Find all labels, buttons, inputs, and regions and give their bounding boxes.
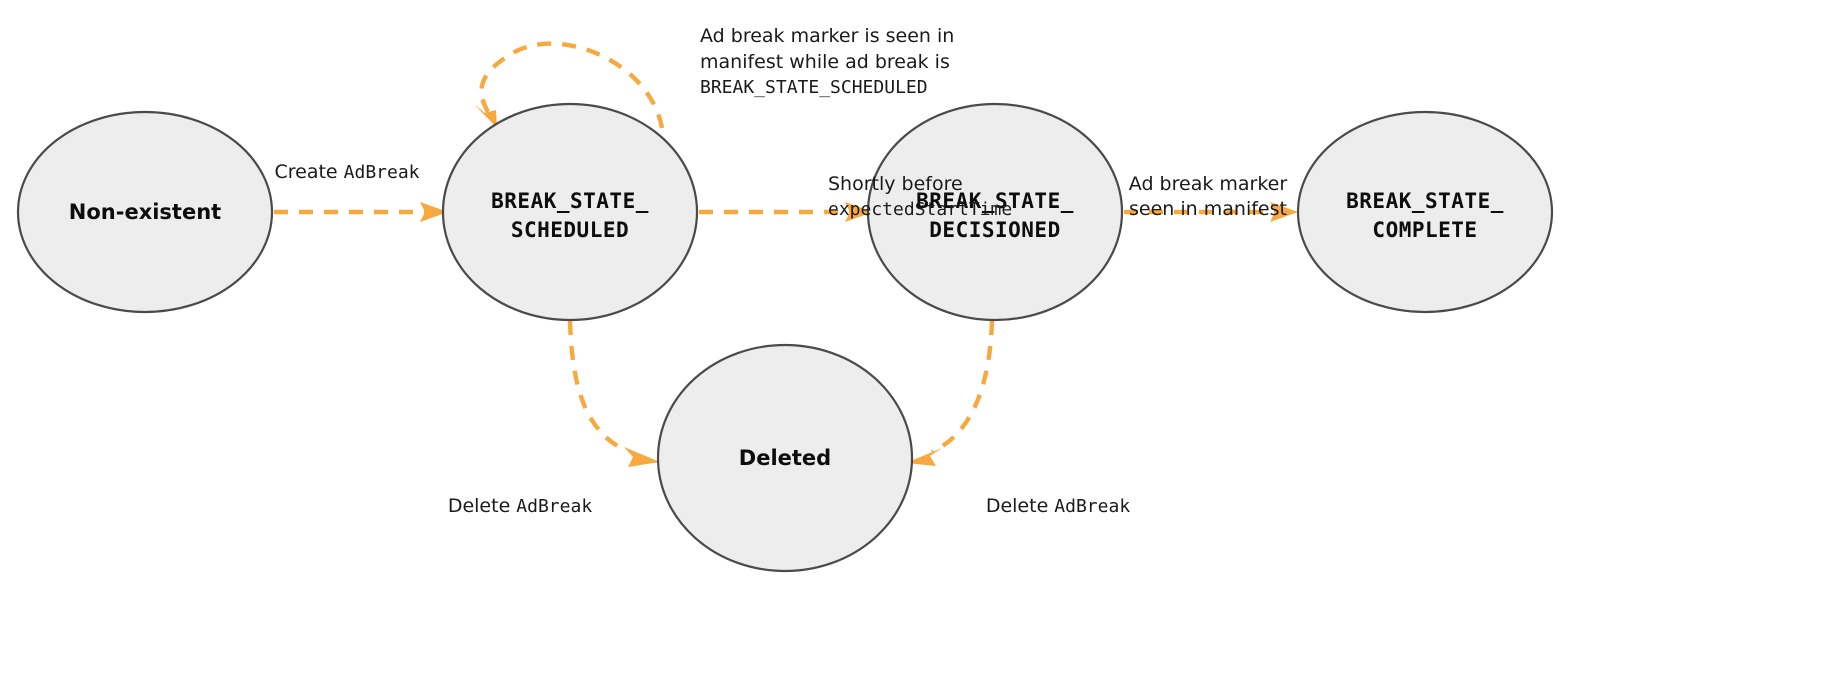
- edge-label-decisioned-to-complete: Ad break marker seen in manifest: [1129, 173, 1288, 220]
- edge-scheduled-to-deleted-line: [567, 320, 626, 452]
- edge-scheduled-to-decisioned-arrowhead: [845, 202, 873, 222]
- edge-create-adbreak: [274, 202, 448, 222]
- edge-decisioned-to-deleted-arrowhead: [906, 448, 942, 466]
- edge-label-decisioned-to-complete-line1: Ad break marker: [1129, 173, 1288, 195]
- edge-scheduled-to-deleted-arrowhead: [624, 447, 660, 467]
- node-deleted-shape[interactable]: [656, 343, 914, 573]
- node-break-state-scheduled-label-line1: BREAK_STATE_: [491, 189, 649, 213]
- node-non-existent[interactable]: Non-existent: [16, 110, 274, 314]
- node-deleted[interactable]: Deleted: [656, 343, 914, 573]
- node-break-state-scheduled[interactable]: BREAK_STATE_ SCHEDULED: [441, 102, 699, 322]
- node-break-state-complete-label-line2: COMPLETE: [1372, 218, 1477, 242]
- edge-create-adbreak-arrowhead: [420, 202, 448, 222]
- node-non-existent-label: Non-existent: [69, 200, 221, 224]
- edge-decisioned-to-complete: [1124, 202, 1298, 222]
- edge-scheduled-to-decisioned: [699, 202, 873, 222]
- edge-label-create-adbreak-prefix: Create: [274, 161, 343, 183]
- edge-label-scheduled-self-loop-line1: Ad break marker is seen in: [700, 25, 954, 47]
- edge-label-scheduled-to-decisioned: Shortly before expectedStartTime: [828, 173, 1012, 220]
- node-break-state-decisioned[interactable]: BREAK_STATE_ DECISIONED: [866, 102, 1124, 322]
- edge-label-scheduled-to-decisioned-line2: expectedStartTime: [828, 199, 1012, 220]
- svg-text:Delete AdBreak: Delete AdBreak: [448, 495, 592, 517]
- edge-label-create-adbreak-mono: AdBreak: [344, 162, 420, 183]
- edge-scheduled-to-deleted: [567, 320, 660, 467]
- node-break-state-complete-label-line1: BREAK_STATE_: [1346, 189, 1504, 213]
- edge-label-decisioned-to-deleted: Delete AdBreak: [986, 495, 1130, 517]
- edge-label-decisioned-to-deleted-prefix: Delete: [986, 495, 1054, 517]
- edge-label-decisioned-to-complete-line2: seen in manifest: [1129, 198, 1287, 220]
- node-deleted-label: Deleted: [739, 446, 831, 470]
- edge-scheduled-self-loop-arrowhead: [474, 104, 497, 128]
- node-break-state-scheduled-label-line2: SCHEDULED: [511, 218, 629, 242]
- node-break-state-decisioned-label-line1: BREAK_STATE_: [916, 189, 1074, 213]
- node-break-state-complete[interactable]: BREAK_STATE_ COMPLETE: [1296, 110, 1554, 314]
- edge-label-create-adbreak: Create AdBreak: [274, 161, 419, 183]
- edge-scheduled-self-loop-line: [479, 41, 665, 129]
- edge-label-scheduled-self-loop-line2: manifest while ad break is: [700, 51, 950, 73]
- node-non-existent-shape[interactable]: [16, 110, 274, 314]
- edge-label-scheduled-self-loop-line3: BREAK_STATE_SCHEDULED: [700, 77, 928, 98]
- node-break-state-decisioned-shape[interactable]: [866, 102, 1124, 322]
- edge-label-scheduled-to-deleted: Delete AdBreak: [448, 495, 592, 517]
- edge-label-scheduled-self-loop: Ad break marker is seen in manifest whil…: [700, 25, 954, 98]
- edge-scheduled-self-loop: [474, 41, 665, 129]
- edge-decisioned-to-complete-arrowhead: [1270, 202, 1298, 222]
- edge-decisioned-to-deleted: [906, 320, 995, 466]
- node-break-state-decisioned-label-line2: DECISIONED: [929, 218, 1060, 242]
- node-break-state-scheduled-shape[interactable]: [441, 102, 699, 322]
- svg-text:Create AdBreak: Create AdBreak: [274, 161, 419, 183]
- edge-label-decisioned-to-deleted-mono: AdBreak: [1054, 496, 1130, 517]
- edge-label-scheduled-to-deleted-mono: AdBreak: [516, 496, 592, 517]
- svg-text:Delete AdBreak: Delete AdBreak: [986, 495, 1130, 517]
- edge-label-scheduled-to-deleted-prefix: Delete: [448, 495, 516, 517]
- edge-decisioned-to-deleted-line: [931, 320, 995, 454]
- edge-label-scheduled-to-decisioned-line1: Shortly before: [828, 173, 963, 195]
- node-break-state-complete-shape[interactable]: [1296, 110, 1554, 314]
